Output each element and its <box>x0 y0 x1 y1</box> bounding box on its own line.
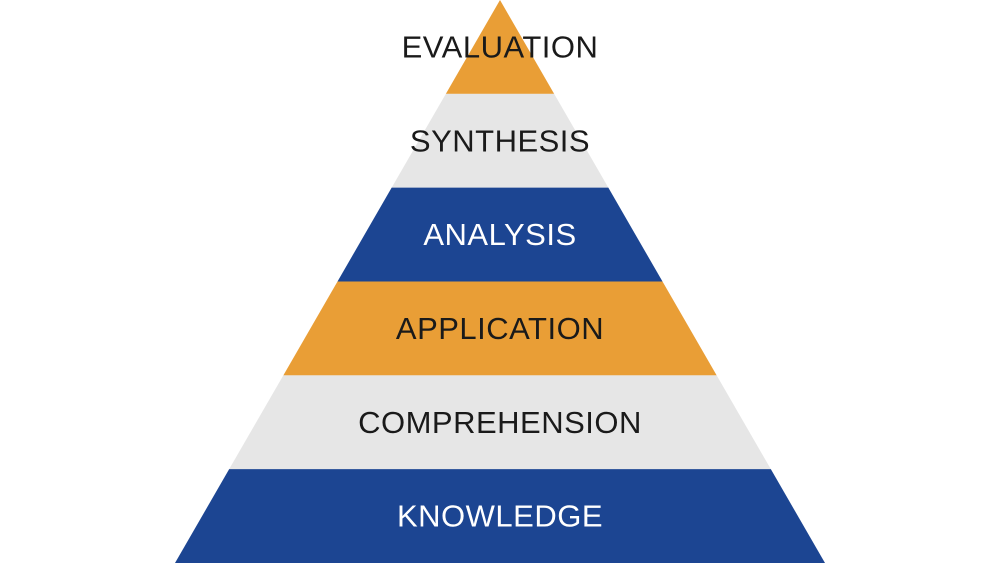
pyramid-tiers <box>175 0 825 563</box>
tier-evaluation <box>445 0 555 94</box>
tier-label-analysis: ANALYSIS <box>423 217 576 252</box>
tier-analysis <box>337 187 663 282</box>
tier-synthesis <box>391 93 609 188</box>
tier-label-evaluation: EVALUATION <box>402 29 599 64</box>
tier-knowledge <box>175 469 825 563</box>
tier-label-knowledge: KNOWLEDGE <box>397 499 603 534</box>
pyramid-labels: EVALUATION SYNTHESIS ANALYSIS APPLICATION CO… <box>358 29 642 534</box>
tier-label-comprehension: COMPREHENSION <box>358 405 642 440</box>
tier-label-synthesis: SYNTHESIS <box>410 123 590 158</box>
tier-application <box>283 281 717 376</box>
tier-comprehension <box>229 375 771 470</box>
tier-label-application: APPLICATION <box>396 311 604 346</box>
